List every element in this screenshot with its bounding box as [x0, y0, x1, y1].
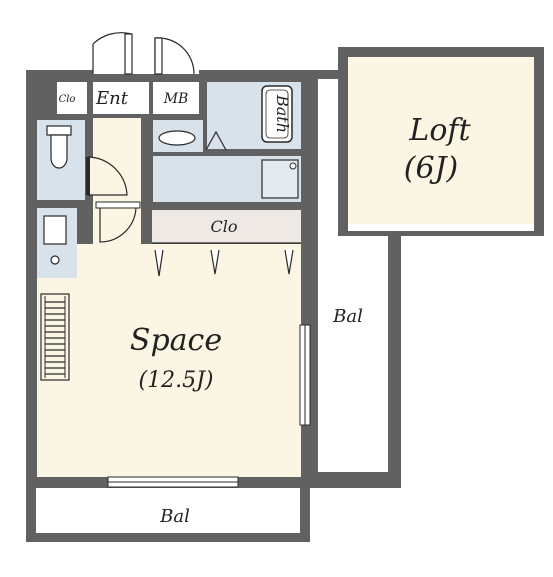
clo-main-floor	[152, 210, 301, 243]
space-size-label: (12.5J)	[139, 368, 214, 393]
ent-label: Ent	[95, 88, 129, 109]
bath-label: Bath	[273, 94, 292, 133]
bottom-balcony-floor	[36, 488, 300, 533]
door-leaf-right	[154, 37, 163, 75]
clo-small-label: Clo	[59, 94, 76, 105]
toilet-icon	[50, 134, 68, 169]
clo-small-floor	[57, 82, 87, 114]
hanger-mark-3	[284, 249, 294, 275]
bal-right-label: Bal	[332, 306, 363, 327]
entrance-opening	[93, 66, 199, 74]
mb-label: MB	[163, 91, 189, 107]
space-floor	[37, 244, 301, 477]
entrance-floor	[93, 82, 149, 114]
bathtub-inner	[265, 89, 289, 139]
clo-main-label: Clo	[211, 217, 238, 236]
bath-door-icon	[205, 130, 227, 151]
balcony-parapet	[308, 70, 401, 488]
bal-bottom-label: Bal	[159, 506, 190, 527]
ladder-icon	[40, 293, 70, 381]
hall-door-frame	[95, 201, 141, 209]
loft-label: Loft	[408, 113, 471, 148]
mb-floor	[153, 82, 199, 114]
washbasin-icon	[158, 130, 196, 146]
appliance-knob	[50, 255, 60, 265]
door-leaf-left	[124, 33, 133, 75]
hall-door	[99, 205, 137, 243]
faucet-icon	[289, 162, 297, 170]
hanger-mark-1	[154, 249, 164, 277]
appliance-box	[43, 215, 67, 245]
loft-floor	[348, 57, 534, 224]
bottom-balcony-parapet	[26, 488, 310, 542]
space-label: Space	[130, 323, 222, 358]
loft-edge	[348, 224, 534, 231]
loft-size-label: (6J)	[404, 151, 459, 186]
toilet-door	[87, 156, 128, 196]
hanger-mark-2	[210, 249, 220, 275]
toilet-tank	[46, 125, 72, 136]
